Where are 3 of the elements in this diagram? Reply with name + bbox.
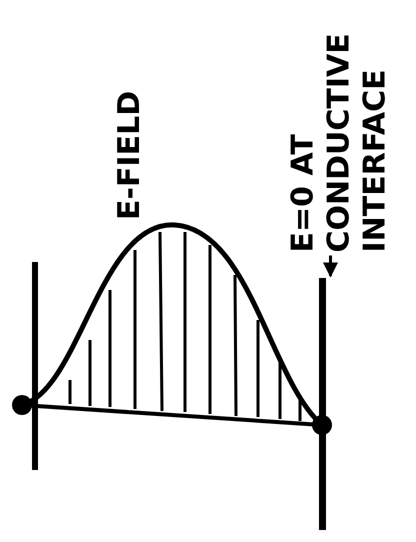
annotation-text: E=0 AT CONDUCTIVE INTERFACE — [285, 18, 395, 252]
arrow — [323, 256, 338, 278]
field-label: E-FIELD — [112, 90, 148, 220]
